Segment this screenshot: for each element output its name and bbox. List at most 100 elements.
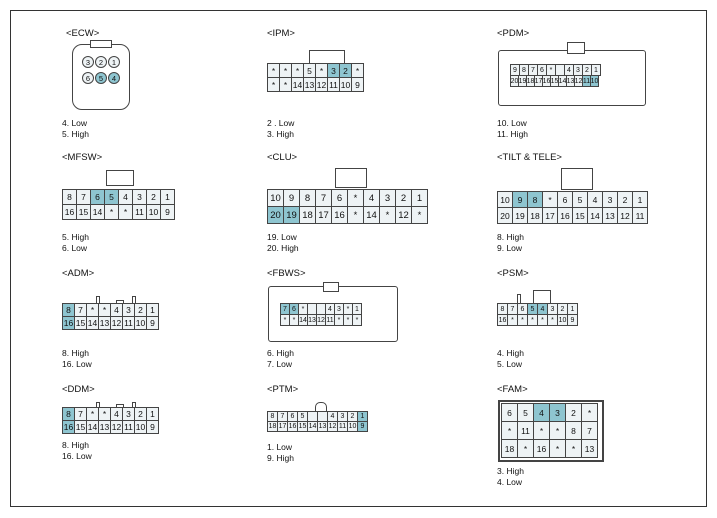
pin-label: 7. Low (267, 359, 293, 370)
pin-cell: 7 (76, 189, 91, 205)
pin-cell: 6 (331, 189, 348, 207)
pin-cell: 9 (146, 420, 159, 434)
pin-cell: 15 (74, 316, 87, 330)
pin-cell: 19 (283, 206, 300, 224)
pin-cell: 8 (565, 421, 582, 440)
pin-cell: * (549, 421, 566, 440)
pin-cell: 17 (315, 206, 332, 224)
pin-label: 5. Low (497, 359, 523, 370)
connector-title: <PTM> (267, 384, 299, 395)
pin-label: 19. Low (267, 232, 297, 242)
connector-title: <MFSW> (62, 152, 103, 163)
pin-cell: * (517, 439, 534, 458)
pin-cell: 3 (549, 403, 566, 422)
pin-cell: 5 (104, 189, 119, 205)
connector-title: <CLU> (267, 152, 298, 163)
pin-label: 1. Low (267, 442, 293, 452)
pin-cell: 18 (501, 439, 518, 458)
pin-cell: 6 (82, 72, 94, 84)
pin-cell: 14 (90, 204, 105, 220)
pin-cell: 12 (110, 420, 123, 434)
pin-cell: 16 (62, 316, 75, 330)
pin-cell: 10 (590, 75, 599, 87)
pin-label: 16. Low (62, 451, 92, 462)
pin-cell: 2 (617, 191, 633, 208)
pin-cell: * (379, 206, 396, 224)
pin-label: 5. High (62, 129, 89, 140)
pin-cell: 6 (557, 191, 573, 208)
connector-latch (106, 170, 134, 186)
pin-cell: 20 (497, 207, 513, 224)
pin-cell: * (351, 63, 364, 78)
pin-label: 3. High (267, 129, 294, 140)
pin-cell: 16 (62, 204, 77, 220)
pin-cell: 2 (146, 189, 161, 205)
pin-cell: * (104, 204, 119, 220)
pin-cell: * (565, 439, 582, 458)
pin-cell: 10 (146, 204, 161, 220)
pin-cell: 9 (512, 191, 528, 208)
pin-cell: 8 (62, 189, 77, 205)
pin-cell: 5 (572, 191, 588, 208)
pin-cell: 9 (357, 421, 368, 432)
pin-label: 2 . Low (267, 118, 295, 128)
pin-cell: * (347, 206, 364, 224)
pin-cell: 18 (299, 206, 316, 224)
pin-cell: 12 (395, 206, 412, 224)
pin-cell: 4 (587, 191, 603, 208)
pin-cell: 12 (617, 207, 633, 224)
pin-cell: 1 (146, 303, 159, 317)
pin-cell: 8 (299, 189, 316, 207)
pin-row: 18*16**13 (501, 439, 598, 458)
pin-cell: 3 (602, 191, 618, 208)
pin-label: 10. Low (497, 118, 527, 128)
pin-cell: * (352, 314, 362, 326)
connector-title: <IPM> (267, 28, 295, 39)
pin-cell: 9 (283, 189, 300, 207)
connector-title: <ECW> (66, 28, 100, 39)
connector-title: <TILT & TELE> (497, 152, 562, 163)
pin-cell: 5 (517, 403, 534, 422)
pin-cell: 1 (160, 189, 175, 205)
pin-cell: 4 (363, 189, 380, 207)
pin-cell: 8 (527, 191, 543, 208)
pin-label: 8. High (497, 232, 524, 242)
pin-label: 11. High (497, 129, 529, 140)
pin-cell: 6 (90, 189, 105, 205)
pin-label: 3. High (497, 466, 524, 476)
pin-cell: 15 (76, 204, 91, 220)
pin-label: 9. High (267, 453, 294, 464)
connector-title: <ADM> (62, 268, 95, 279)
pin-label: 8. High (62, 440, 89, 450)
pin-cell: 13 (602, 207, 618, 224)
connector-title: <DDM> (62, 384, 95, 395)
pin-cell: 19 (512, 207, 528, 224)
connector-latch (323, 282, 339, 292)
pin-cell: * (549, 439, 566, 458)
pin-cell: 4 (108, 72, 120, 84)
pin-cell: 7 (315, 189, 332, 207)
pin-cell: 5 (95, 72, 107, 84)
connector-latch (561, 168, 593, 190)
pin-cell: 1 (632, 191, 648, 208)
